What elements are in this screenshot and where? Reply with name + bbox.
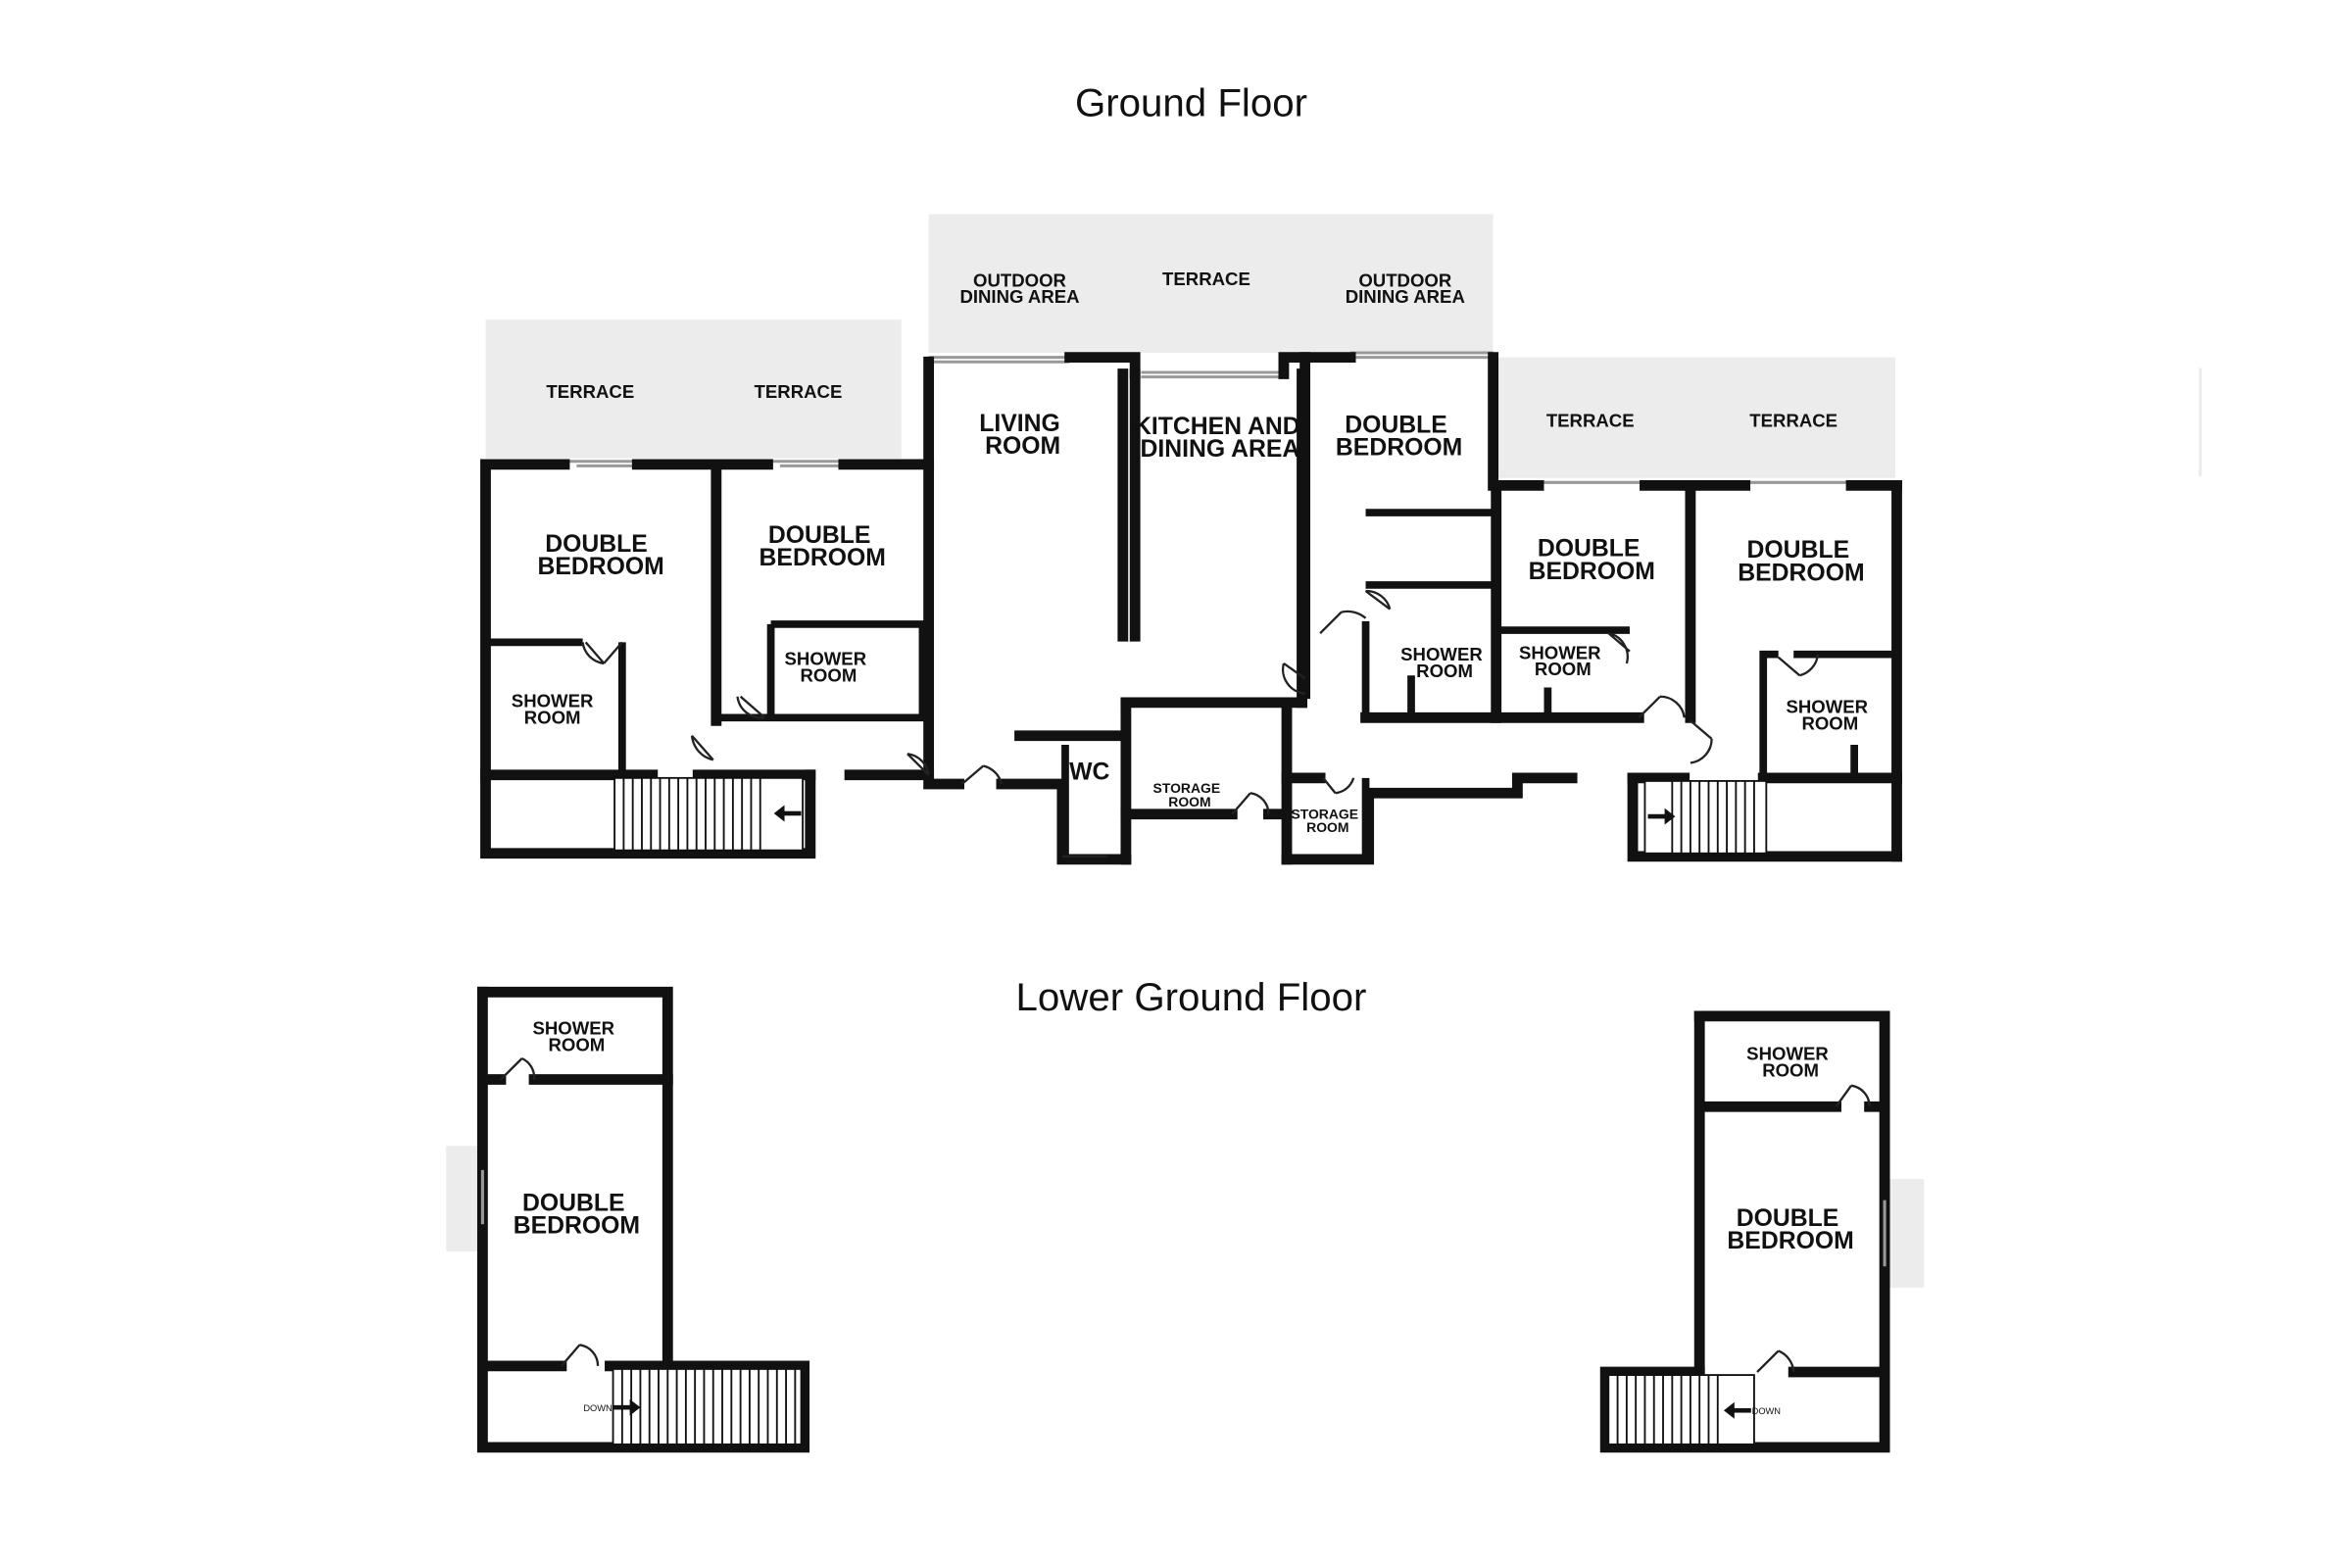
double-bedroom-label: DOUBLE (522, 1190, 625, 1216)
shower-room-label: ROOM (1801, 713, 1858, 734)
terrace-label: TERRACE (1546, 410, 1635, 430)
double-bedroom-label: BEDROOM (1727, 1228, 1853, 1254)
storage-room-label: ROOM (1168, 794, 1210, 809)
central-block-walls (923, 352, 1356, 865)
double-bedroom-label: BEDROOM (760, 545, 886, 571)
stairs-down-label: DOWN (583, 1403, 612, 1413)
double-bedroom-label: BEDROOM (1529, 559, 1655, 585)
ground-floor-title: Ground Floor (1075, 81, 1307, 125)
storage-room-label: STORAGE (1291, 806, 1358, 821)
double-bedroom-label: BEDROOM (1738, 560, 1864, 586)
right-block-walls (1281, 352, 1902, 865)
storage-room-label: STORAGE (1153, 780, 1221, 796)
shower-room-label: SHOWER (1746, 1044, 1829, 1064)
outdoor-dining-label: OUTDOOR (973, 270, 1066, 290)
terrace-label: TERRACE (546, 381, 634, 402)
lower-left-walls (476, 986, 810, 1453)
shower-room-label: ROOM (801, 664, 858, 685)
terrace-edge-right (2198, 368, 2202, 477)
double-bedroom-label: DOUBLE (1538, 536, 1641, 563)
lower-right-walls (1599, 1010, 1890, 1453)
double-bedroom-label: DOUBLE (545, 531, 648, 558)
living-room-label: LIVING (979, 411, 1060, 437)
shower-room-label: ROOM (1416, 661, 1473, 681)
kitchen-label: KITCHEN AND (1134, 414, 1300, 440)
storage-room-label: ROOM (1306, 819, 1348, 835)
sliding-doors (483, 351, 1899, 747)
shower-room-label: ROOM (1762, 1060, 1819, 1081)
terrace-right (1495, 357, 1895, 478)
shower-room-label: ROOM (548, 1034, 605, 1054)
shower-room-label: SHOWER (1786, 697, 1868, 717)
double-bedroom-label: DOUBLE (1345, 413, 1447, 439)
shower-room-label: SHOWER (532, 1017, 614, 1038)
lower-terrace-right (1887, 1179, 1925, 1288)
terrace-top (928, 214, 1494, 353)
outdoor-dining-label: OUTDOOR (1358, 270, 1451, 290)
double-bedroom-label: DOUBLE (768, 522, 871, 549)
shower-room-label: SHOWER (1400, 644, 1483, 664)
wc-label: WC (1069, 759, 1109, 785)
door-swings (581, 589, 1820, 858)
staircase-right (1643, 780, 1768, 855)
terrace-label: TERRACE (755, 381, 843, 402)
outdoor-dining-label: DINING AREA (959, 286, 1079, 307)
staircase-left (613, 776, 805, 852)
terrace-label: TERRACE (1162, 269, 1250, 289)
kitchen-label: DINING AREA (1140, 436, 1299, 463)
outdoor-dining-label: DINING AREA (1346, 286, 1465, 307)
left-wing-walls (480, 459, 935, 859)
terrace-label: TERRACE (1749, 410, 1838, 430)
double-bedroom-label: DOUBLE (1747, 537, 1850, 564)
shower-room-label: ROOM (524, 708, 581, 728)
shower-room-label: SHOWER (785, 649, 867, 669)
terrace-left (485, 319, 902, 459)
double-bedroom-label: BEDROOM (1336, 435, 1462, 462)
double-bedroom-label: DOUBLE (1737, 1205, 1839, 1232)
lower-staircase-right (1607, 1374, 1755, 1446)
living-room-label: ROOM (985, 433, 1060, 460)
double-bedroom-label: BEDROOM (537, 554, 663, 580)
lower-ground-floor-title: Lower Ground Floor (1016, 975, 1367, 1019)
shower-room-label: SHOWER (1519, 642, 1601, 662)
shower-room-label: SHOWER (512, 691, 594, 711)
shower-room-label: ROOM (1535, 659, 1592, 679)
lower-staircase-left (612, 1368, 803, 1446)
stairs-down-label: DOWN (1752, 1406, 1781, 1416)
lower-terrace-left (446, 1146, 480, 1251)
double-bedroom-label: BEDROOM (514, 1213, 640, 1240)
